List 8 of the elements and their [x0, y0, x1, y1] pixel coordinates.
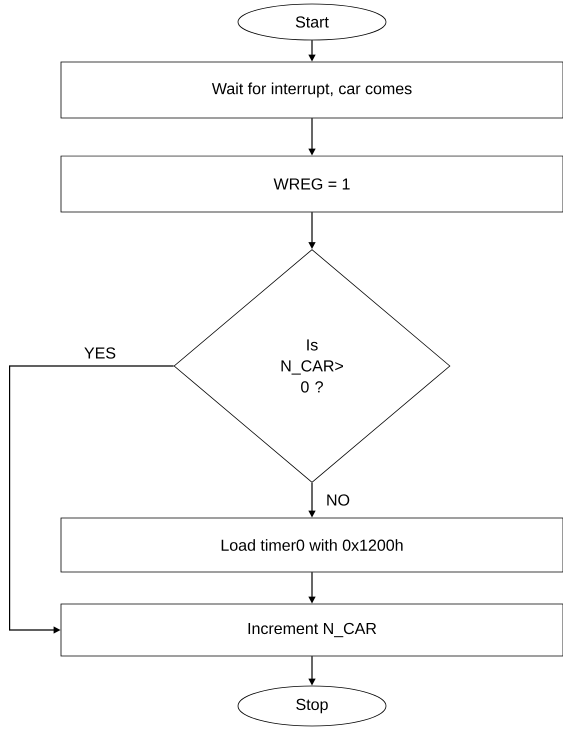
process-box: Load timer0 with 0x1200h: [60, 518, 563, 572]
process-box: Increment N_CAR: [60, 604, 563, 656]
terminal-oval: Stop: [238, 686, 386, 726]
edge-label: YES: [84, 347, 116, 359]
edge-label: NO: [327, 494, 350, 506]
terminal-oval: Start: [238, 4, 386, 40]
process-box: WREG = 1: [60, 156, 563, 212]
process-box: Wait for interrupt, car comes: [60, 62, 563, 118]
